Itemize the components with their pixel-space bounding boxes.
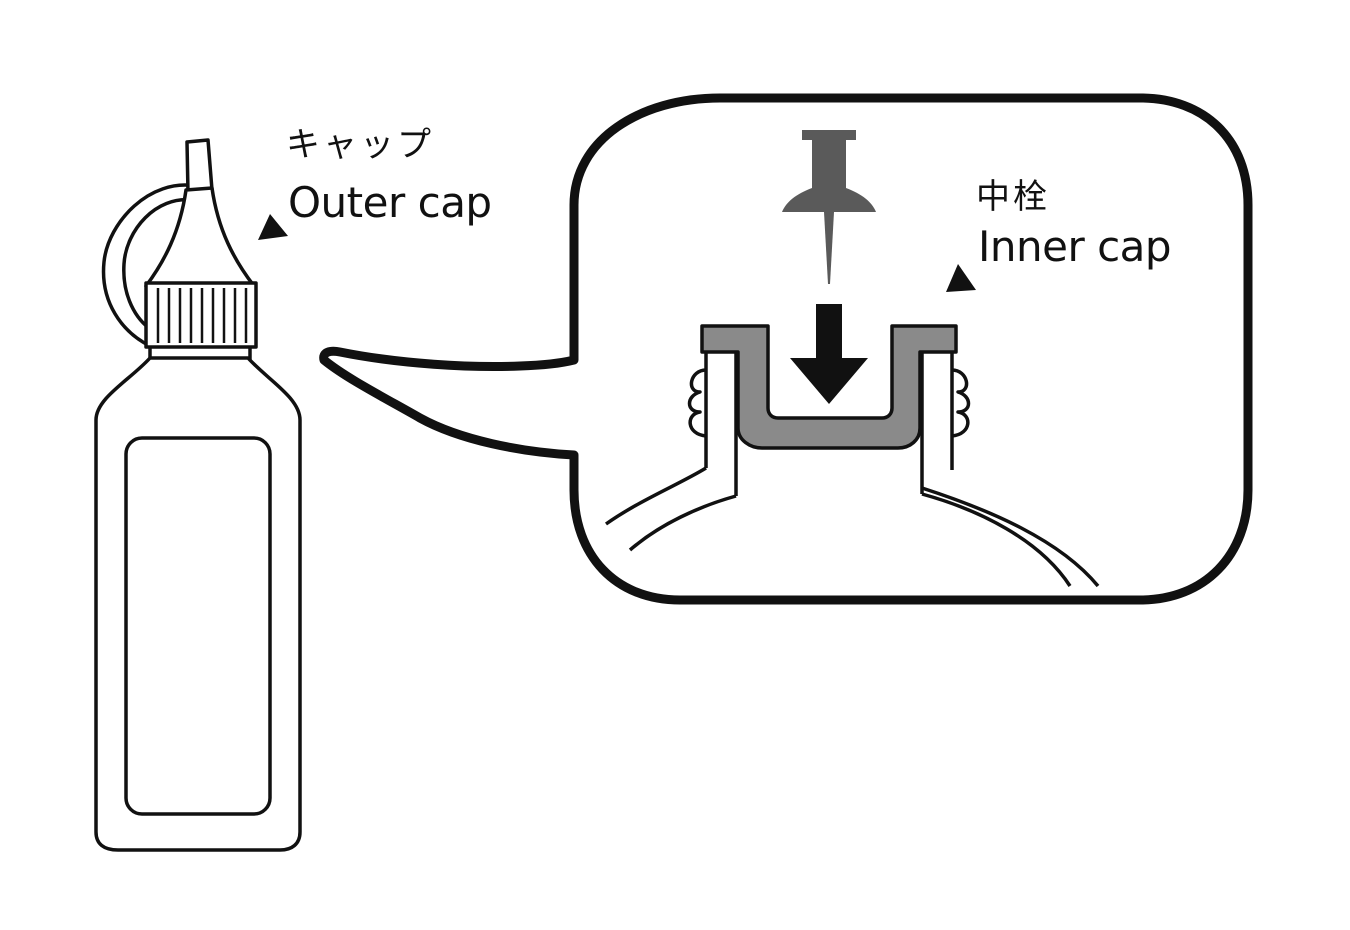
inner-cap-pointer-icon (946, 264, 976, 292)
inner-cap (700, 324, 958, 450)
zoomed-bottle-neck (604, 352, 1100, 588)
pushpin-icon (782, 130, 876, 284)
bottle-shoulder-outer (604, 466, 1100, 588)
thread-left (687, 368, 707, 438)
nozzle-tip (185, 138, 214, 195)
outer-cap-label-jp: キャップ (286, 125, 434, 165)
cap-ribs (156, 288, 248, 343)
cap-tether (101, 183, 197, 348)
inner-cap-label-en: Inner cap (978, 222, 1172, 271)
down-arrow-icon (790, 304, 868, 404)
callout-bubble (319, 93, 1253, 605)
outer-cap-pointer-icon (258, 214, 288, 240)
inner-cap-label-jp: 中栓 (976, 177, 1050, 217)
outer-cap-label-en: Outer cap (288, 178, 492, 227)
bottle-body (94, 356, 302, 852)
cap-tether-inner (122, 198, 193, 332)
squeeze-bottle (94, 138, 302, 852)
thread-right (951, 368, 971, 438)
bottle-label-panel (124, 436, 272, 816)
nozzle-cone (144, 186, 256, 288)
bottle-shoulder-inner (628, 492, 1072, 587)
